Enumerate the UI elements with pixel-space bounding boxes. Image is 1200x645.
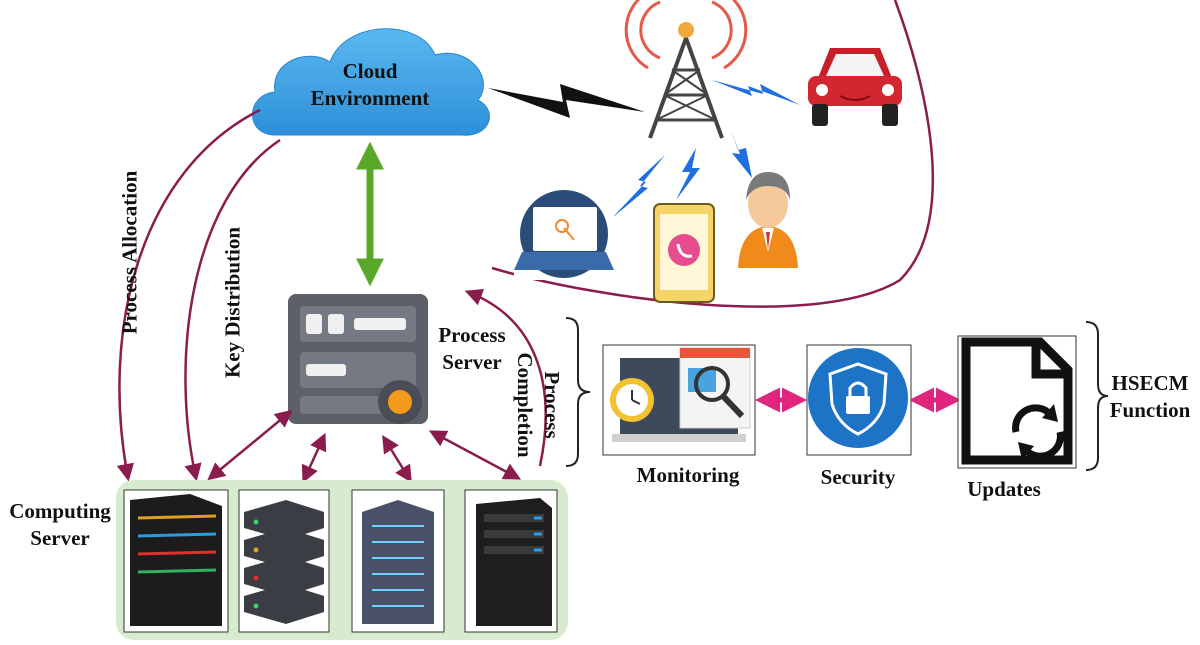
signal-to-car-icon — [712, 80, 800, 105]
cloud-label-line1: Cloud — [342, 59, 398, 83]
server-link-4 — [428, 430, 522, 480]
monitoring-icon — [602, 344, 756, 456]
process-server-label: Process Server — [430, 322, 514, 376]
server-rack-3-icon — [351, 489, 445, 633]
hsecm-brace — [1085, 321, 1109, 471]
monitoring-label: Monitoring — [636, 463, 740, 487]
car-icon — [806, 37, 902, 129]
security-icon — [806, 344, 912, 456]
user-icon — [738, 172, 798, 268]
cloud-label-line2: Environment — [310, 86, 430, 110]
phone-icon — [653, 203, 715, 303]
process-completion-line1: Process — [540, 371, 564, 439]
hsecm-function-label: HSECM Function — [1100, 370, 1200, 424]
updates-icon — [957, 335, 1077, 469]
process-server-icon — [288, 294, 428, 424]
process-server-line2: Server — [442, 350, 502, 374]
process-completion-line2: Completion — [513, 352, 537, 458]
server-link-arrows — [207, 409, 522, 484]
cloud-icon — [252, 28, 490, 136]
network-boundary-curve — [491, 0, 935, 308]
server-link-1 — [207, 409, 293, 481]
hsecm-line1: HSECM — [1111, 371, 1189, 395]
key-distribution-label: Key Distribution — [220, 226, 245, 379]
process-completion-brace — [565, 317, 591, 467]
server-link-3 — [382, 435, 412, 483]
server-rack-4-icon — [464, 489, 558, 633]
wireless-link-icon — [488, 84, 645, 118]
signal-to-user-icon — [730, 128, 752, 178]
laptop-icon — [514, 190, 614, 280]
wireless-signal-icons — [612, 80, 800, 218]
server-rack-1-icon — [123, 489, 229, 633]
server-rack-2-icon — [238, 489, 330, 633]
computing-server-label: Computing Server — [0, 498, 120, 552]
cloud-environment-label: Cloud Environment — [290, 58, 450, 112]
process-allocation-label: Process Allocation — [117, 170, 142, 335]
process-server-line1: Process — [438, 323, 506, 347]
signal-to-phone-icon — [676, 148, 700, 200]
hsecm-line2: Function — [1109, 398, 1191, 422]
computing-server-line1: Computing — [9, 499, 111, 523]
cell-tower-icon — [624, 0, 748, 139]
computing-server-panel — [116, 480, 568, 640]
process-allocation-arrow — [116, 108, 261, 482]
process-completion-label: Process Completion — [511, 345, 565, 465]
computing-server-line2: Server — [30, 526, 90, 550]
server-link-2 — [301, 432, 327, 484]
signal-to-laptop-icon — [612, 155, 665, 218]
key-distribution-arrow — [184, 138, 281, 482]
updates-label: Updates — [967, 477, 1041, 501]
security-label: Security — [820, 465, 896, 489]
process-completion-arrow — [464, 288, 547, 467]
